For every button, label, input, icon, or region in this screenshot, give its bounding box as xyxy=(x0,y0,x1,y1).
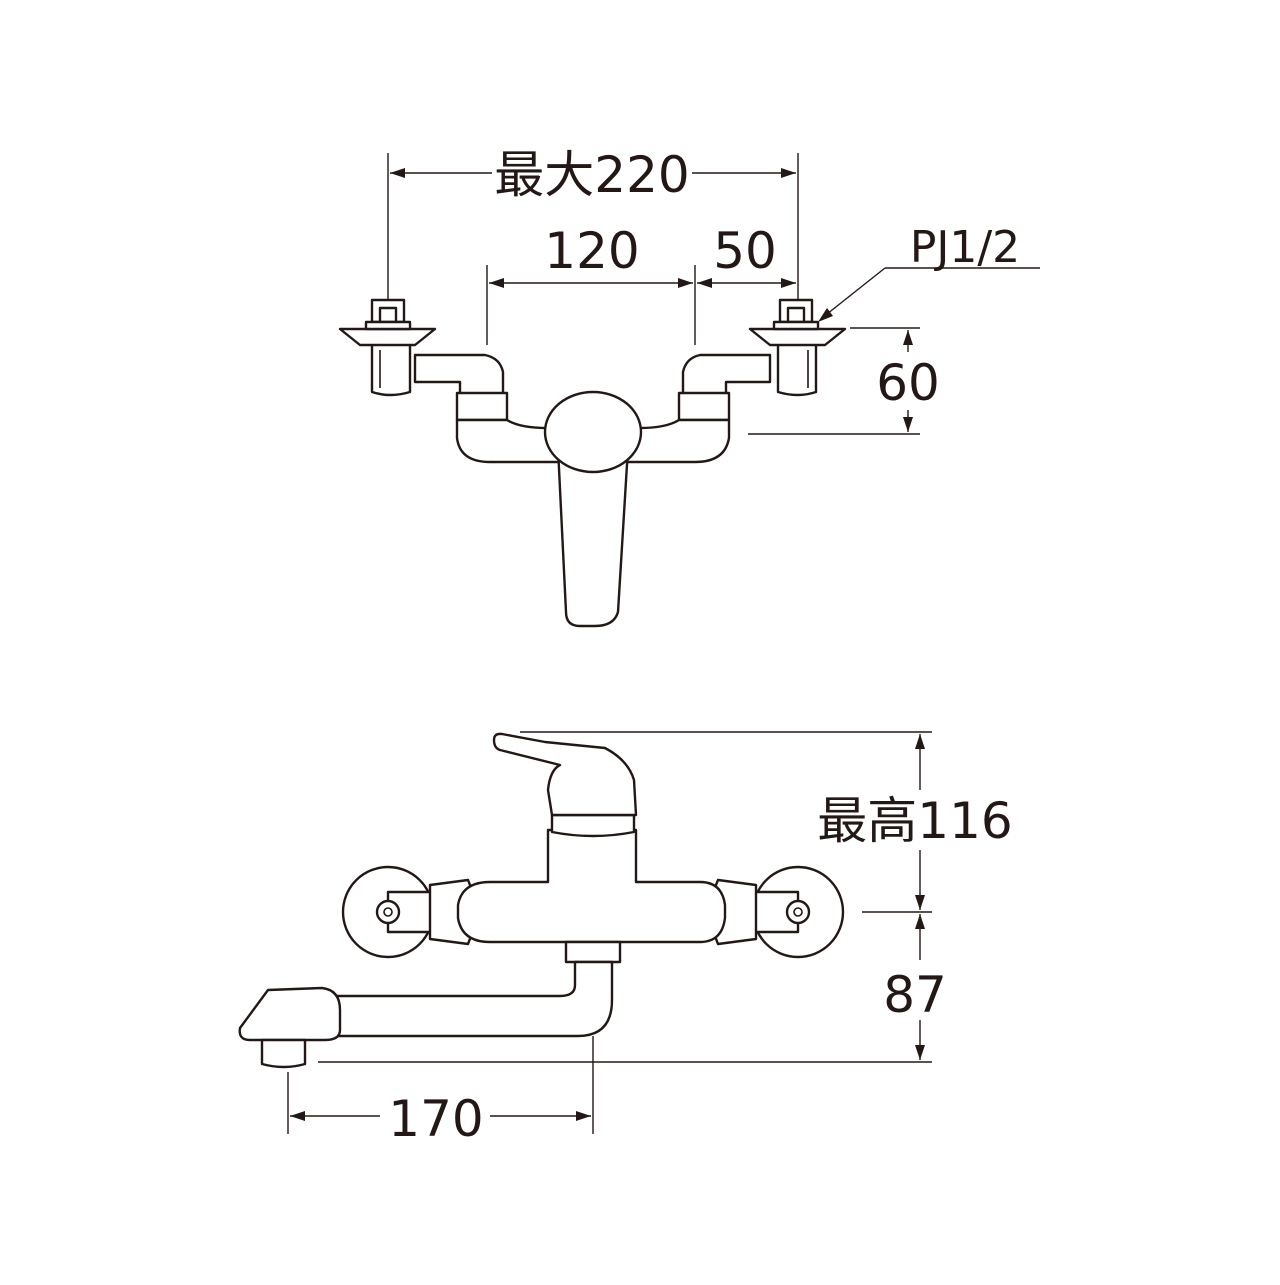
dimension-spout-reach-label: 170 xyxy=(388,1090,483,1148)
dimension-offset-label: 50 xyxy=(713,222,777,280)
right-wall-fitting xyxy=(744,865,845,959)
spout-head xyxy=(238,986,342,1042)
spout-connector xyxy=(564,940,622,964)
left-union-nut xyxy=(455,391,509,422)
dimension-max-height-label: 最高116 xyxy=(817,792,1012,850)
top-view: 最大220 120 50 PJ1/2 xyxy=(338,146,1040,628)
left-wall-fitting xyxy=(341,865,442,959)
dimension-max-width-label: 最大220 xyxy=(494,146,689,204)
spout-pipe xyxy=(328,960,614,1038)
dimension-spout-reach: 170 xyxy=(287,1036,594,1148)
thread-size-label: PJ1/2 xyxy=(910,222,1020,273)
dimension-spout-height-label: 87 xyxy=(883,966,947,1024)
dimension-center-spacing-label: 120 xyxy=(544,222,639,280)
lever-handle xyxy=(556,446,630,628)
lever-handle-side xyxy=(492,732,638,817)
dimension-max-width: 最大220 xyxy=(387,146,799,320)
cartridge-collar xyxy=(550,813,636,838)
side-view: 最高116 87 170 xyxy=(238,731,1013,1148)
dimension-height-offset-label: 60 xyxy=(876,354,940,412)
dimension-max-height: 最高116 xyxy=(520,731,1013,913)
dimension-center-spacing: 120 xyxy=(486,222,696,345)
left-eccentric-fitting xyxy=(338,298,505,397)
dimension-offset: 50 xyxy=(697,222,796,288)
mixer-body-side xyxy=(456,828,727,944)
aerator-outlet xyxy=(260,1038,307,1069)
right-union-nut xyxy=(677,391,731,422)
right-eccentric-fitting xyxy=(681,298,847,397)
thread-size-callout: PJ1/2 xyxy=(818,222,1040,322)
cartridge-hub xyxy=(543,390,643,474)
dimension-height-offset: 60 xyxy=(748,327,940,435)
dimension-spout-height: 87 xyxy=(318,914,947,1063)
